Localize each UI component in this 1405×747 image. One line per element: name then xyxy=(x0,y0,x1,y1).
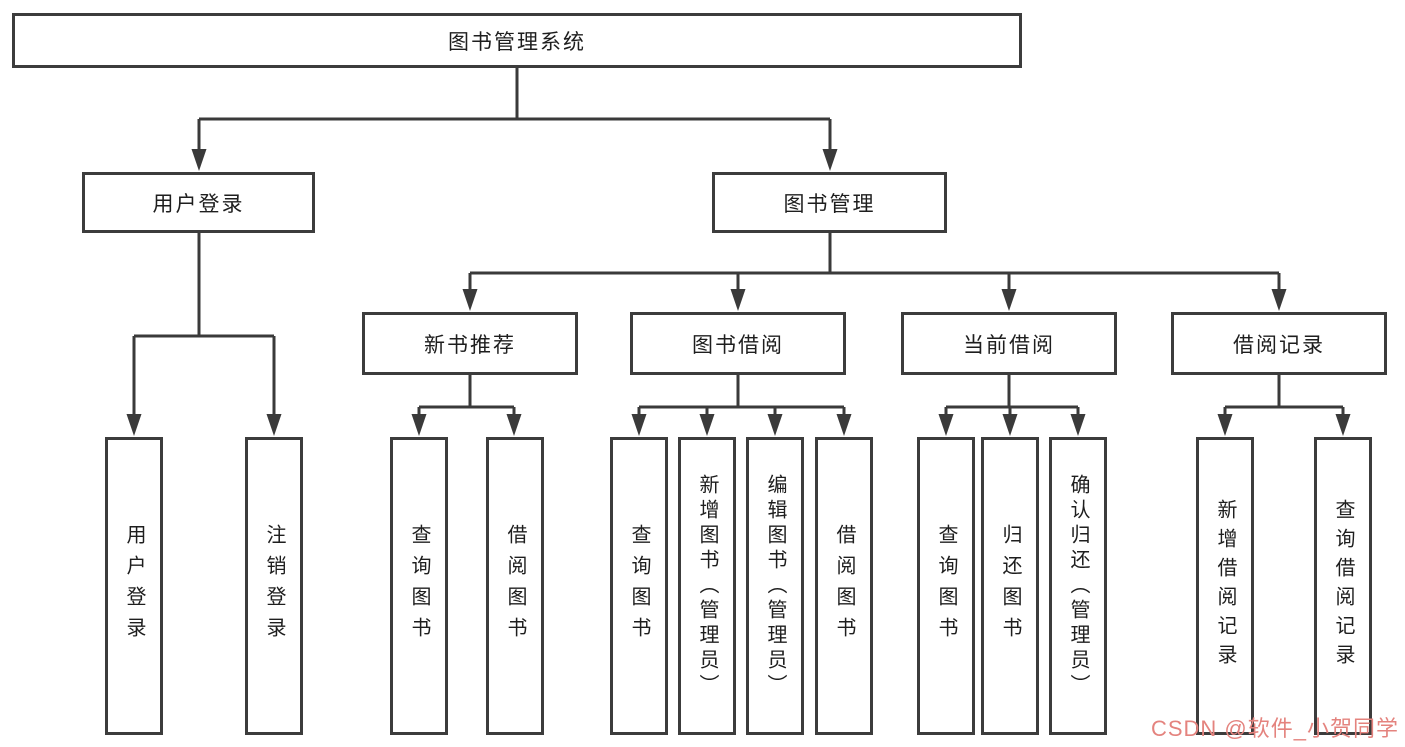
leaf-node-label: 注销登录 xyxy=(263,524,285,648)
leaf-node-user-login: 用户登录 xyxy=(105,437,163,735)
leaf-node-label: 新增图书（管理员） xyxy=(696,473,718,699)
leaf-node-add-book-admin: 新增图书（管理员） xyxy=(678,437,736,735)
connector-bookborrow-to-children xyxy=(637,375,846,416)
leaf-node-label: 编辑图书（管理员） xyxy=(764,473,786,699)
branch-node-label: 图书管理 xyxy=(783,192,876,216)
leaf-node-label: 新增借阅记录 xyxy=(1214,499,1236,673)
leaf-node-label: 用户登录 xyxy=(123,524,145,648)
connector-currentborrow-to-children xyxy=(944,375,1080,416)
category-node-borrow-record: 借阅记录 xyxy=(1171,312,1387,375)
leaf-node-query-book-3: 查询图书 xyxy=(917,437,975,735)
branch-node-user-login: 用户登录 xyxy=(82,172,315,233)
leaf-node-return-book: 归还图书 xyxy=(981,437,1039,735)
category-node-label: 借阅记录 xyxy=(1233,333,1325,357)
category-node-label: 当前借阅 xyxy=(963,333,1055,357)
root-node-label: 图书管理系统 xyxy=(448,30,586,54)
leaf-node-borrow-book-1: 借阅图书 xyxy=(486,437,544,735)
leaf-node-add-borrow-record: 新增借阅记录 xyxy=(1196,437,1254,735)
branch-node-book-management: 图书管理 xyxy=(712,172,947,233)
category-node-new-book-recommend: 新书推荐 xyxy=(362,312,578,375)
leaf-node-query-book-1: 查询图书 xyxy=(390,437,448,735)
connector-userlogin-to-children xyxy=(132,233,276,416)
leaf-node-label: 归还图书 xyxy=(999,524,1021,648)
leaf-node-label: 借阅图书 xyxy=(504,524,526,648)
category-node-label: 新书推荐 xyxy=(424,333,516,357)
category-node-label: 图书借阅 xyxy=(692,333,784,357)
leaf-node-label: 查询图书 xyxy=(408,524,430,648)
connector-borrowrecord-to-children xyxy=(1223,375,1345,416)
leaf-node-label: 查询图书 xyxy=(628,524,650,648)
leaf-node-label: 查询图书 xyxy=(935,524,957,648)
connector-newbook-to-children xyxy=(417,375,516,416)
leaf-node-label: 查询借阅记录 xyxy=(1332,499,1354,673)
leaf-node-query-borrow-record: 查询借阅记录 xyxy=(1314,437,1372,735)
connector-root-to-level2 xyxy=(197,68,832,151)
csdn-watermark: CSDN @软件_小贺同学 xyxy=(1150,716,1399,741)
leaf-node-confirm-return-admin: 确认归还（管理员） xyxy=(1049,437,1107,735)
leaf-node-edit-book-admin: 编辑图书（管理员） xyxy=(746,437,804,735)
branch-node-label: 用户登录 xyxy=(152,192,245,216)
category-node-current-borrow: 当前借阅 xyxy=(901,312,1117,375)
connector-bookmgmt-to-level3 xyxy=(468,233,1281,291)
leaf-node-query-book-2: 查询图书 xyxy=(610,437,668,735)
leaf-node-borrow-book-2: 借阅图书 xyxy=(815,437,873,735)
leaf-node-logout: 注销登录 xyxy=(245,437,303,735)
category-node-book-borrow: 图书借阅 xyxy=(630,312,846,375)
leaf-node-label: 确认归还（管理员） xyxy=(1067,473,1089,699)
root-node-library-system: 图书管理系统 xyxy=(12,13,1022,68)
leaf-node-label: 借阅图书 xyxy=(833,524,855,648)
